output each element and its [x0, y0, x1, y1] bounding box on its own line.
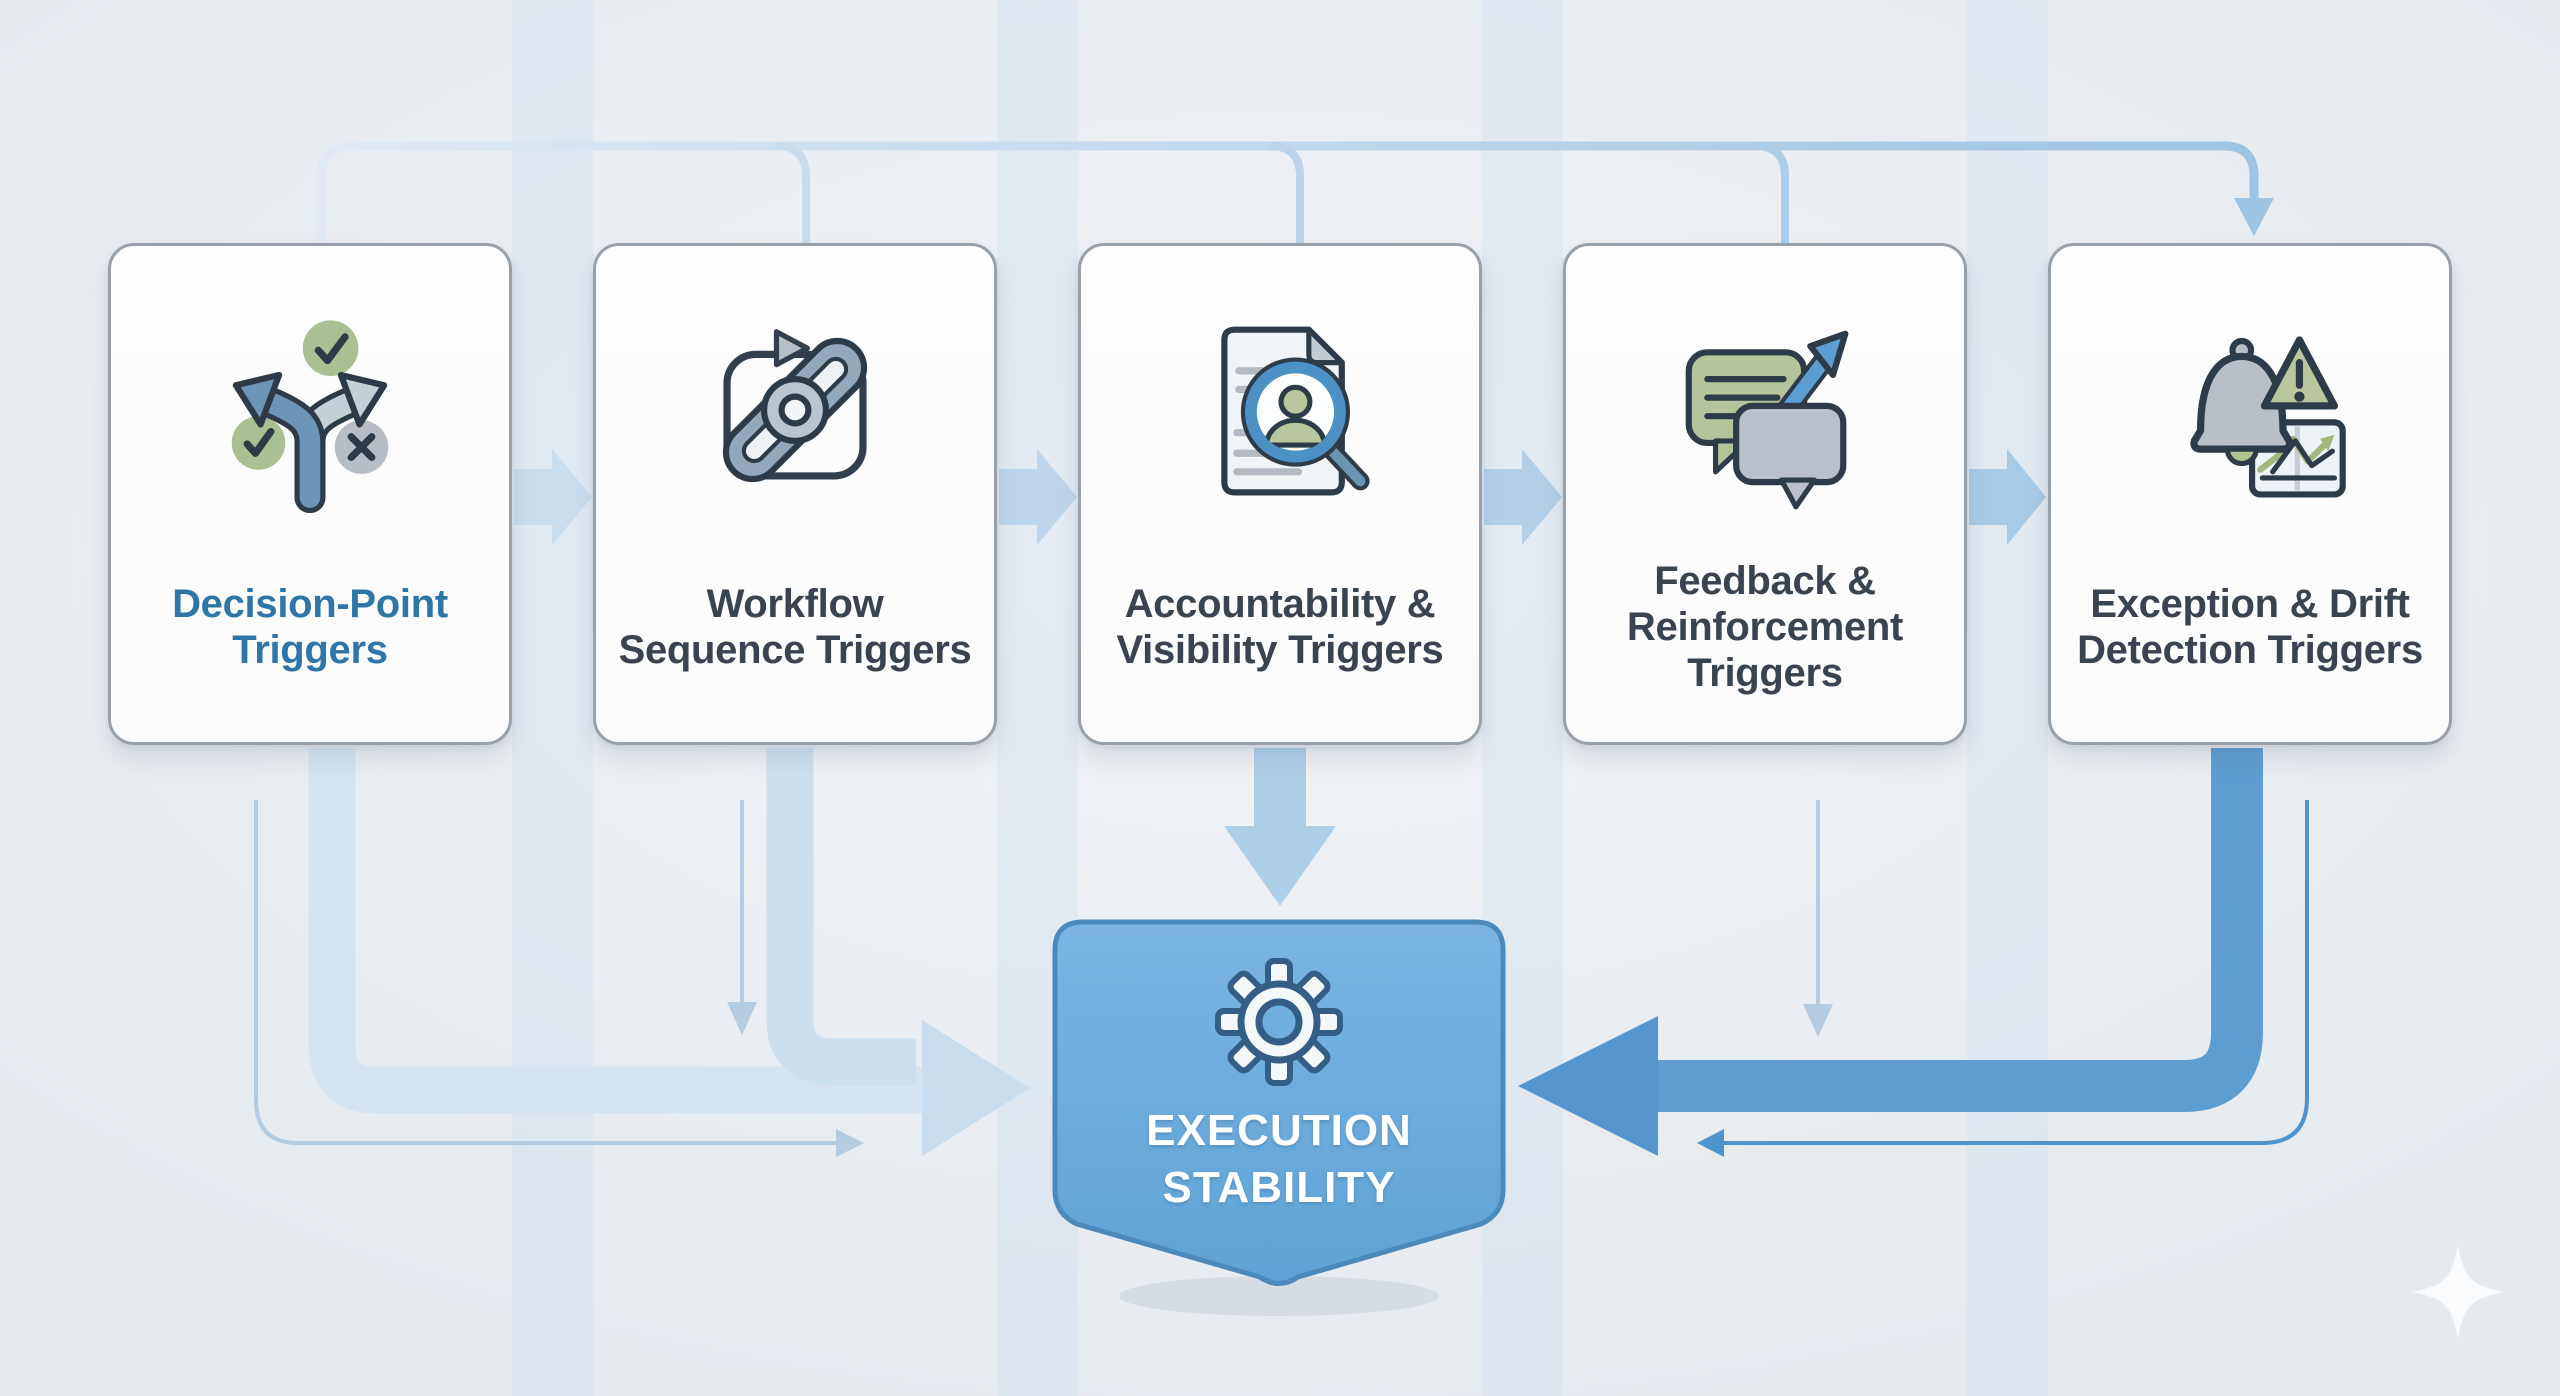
center-node-label: EXECUTION STABILITY	[1055, 1102, 1503, 1216]
card-title: Decision-Point Triggers	[111, 546, 509, 742]
arrow-card4-card5	[1969, 449, 2046, 545]
thin-arrow-card1	[254, 800, 836, 1145]
band-card5-arrowhead	[1518, 1016, 1658, 1156]
card-title: Accountability & Visibility Triggers	[1081, 546, 1479, 742]
card-title-line: Exception & Drift	[2090, 582, 2410, 626]
top-bus-tap-card3	[1269, 142, 1304, 246]
center-node-shadow	[1119, 1276, 1439, 1316]
gap-columns	[512, 0, 2048, 1396]
thin-arrow-card5-head	[1697, 1129, 1724, 1157]
chain-loop-icon	[722, 329, 868, 483]
card-icon-wrap	[1662, 246, 1868, 546]
card-title-line: Triggers	[232, 628, 388, 672]
top-bus-line	[316, 141, 2259, 246]
arrow-card2-card3	[999, 449, 1077, 545]
top-bus-tap-card4	[1754, 142, 1789, 246]
card-title-line: Sequence Triggers	[618, 628, 972, 672]
card-decision-point-triggers: Decision-Point Triggers	[108, 243, 512, 745]
card-title: Feedback & Reinforcement Triggers	[1566, 546, 1964, 742]
arrow-card3-center	[1224, 748, 1336, 906]
card-title-line: Workflow	[706, 582, 884, 626]
card-icon-wrap	[692, 246, 898, 546]
card-workflow-sequence-triggers: Workflow Sequence Triggers	[593, 243, 997, 745]
gear-icon	[1215, 958, 1343, 1086]
thin-arrow-card5	[1724, 800, 2309, 1145]
card-title-line: Triggers	[1687, 651, 1843, 695]
arrow-card1-card2	[514, 449, 592, 545]
card-icon-wrap	[2147, 246, 2353, 546]
card-title-line: Reinforcement	[1626, 605, 1904, 649]
card-icon-wrap	[1177, 246, 1383, 546]
card-feedback-reinforcement-triggers: Feedback & Reinforcement Triggers	[1563, 243, 1967, 745]
card-icon-wrap	[207, 246, 413, 546]
center-node-line: EXECUTION	[1146, 1106, 1412, 1155]
center-node-shape	[1052, 919, 1506, 1286]
thin-arrow-card4-head	[1803, 1004, 1833, 1037]
card-title-line: Accountability &	[1124, 582, 1436, 626]
card-title-line: Visibility Triggers	[1116, 628, 1444, 672]
card-title-line: Decision-Point	[172, 582, 448, 626]
band-card5-center	[1652, 748, 2263, 1112]
card-title-line: Feedback &	[1654, 559, 1876, 603]
band-card2-center	[766, 748, 916, 1086]
document-magnifier-icon	[1221, 326, 1370, 496]
center-node-line: STABILITY	[1162, 1163, 1396, 1212]
card-title: Exception & Drift Detection Triggers	[2051, 546, 2449, 742]
card-title: Workflow Sequence Triggers	[596, 546, 994, 742]
card-exception-drift-detection-triggers: Exception & Drift Detection Triggers	[2048, 243, 2452, 745]
arrow-card3-card4	[1484, 449, 1562, 545]
alert-bell-chart-icon	[2190, 336, 2346, 498]
top-bus-arrowhead	[2234, 198, 2274, 236]
thin-arrow-card1-head	[836, 1129, 864, 1157]
card-title-line: Detection Triggers	[2077, 628, 2423, 672]
card-accountability-visibility-triggers: Accountability & Visibility Triggers	[1078, 243, 1482, 745]
band-card1-center	[308, 748, 928, 1114]
top-bus-tap-card2	[775, 142, 810, 246]
thin-arrow-card2-head	[727, 1002, 757, 1035]
sparkle-icon	[2412, 1246, 2504, 1338]
chat-bubbles-arrow-icon	[1685, 330, 1849, 510]
branching-paths-icon	[231, 320, 389, 513]
band-left-arrowhead	[922, 1020, 1030, 1156]
